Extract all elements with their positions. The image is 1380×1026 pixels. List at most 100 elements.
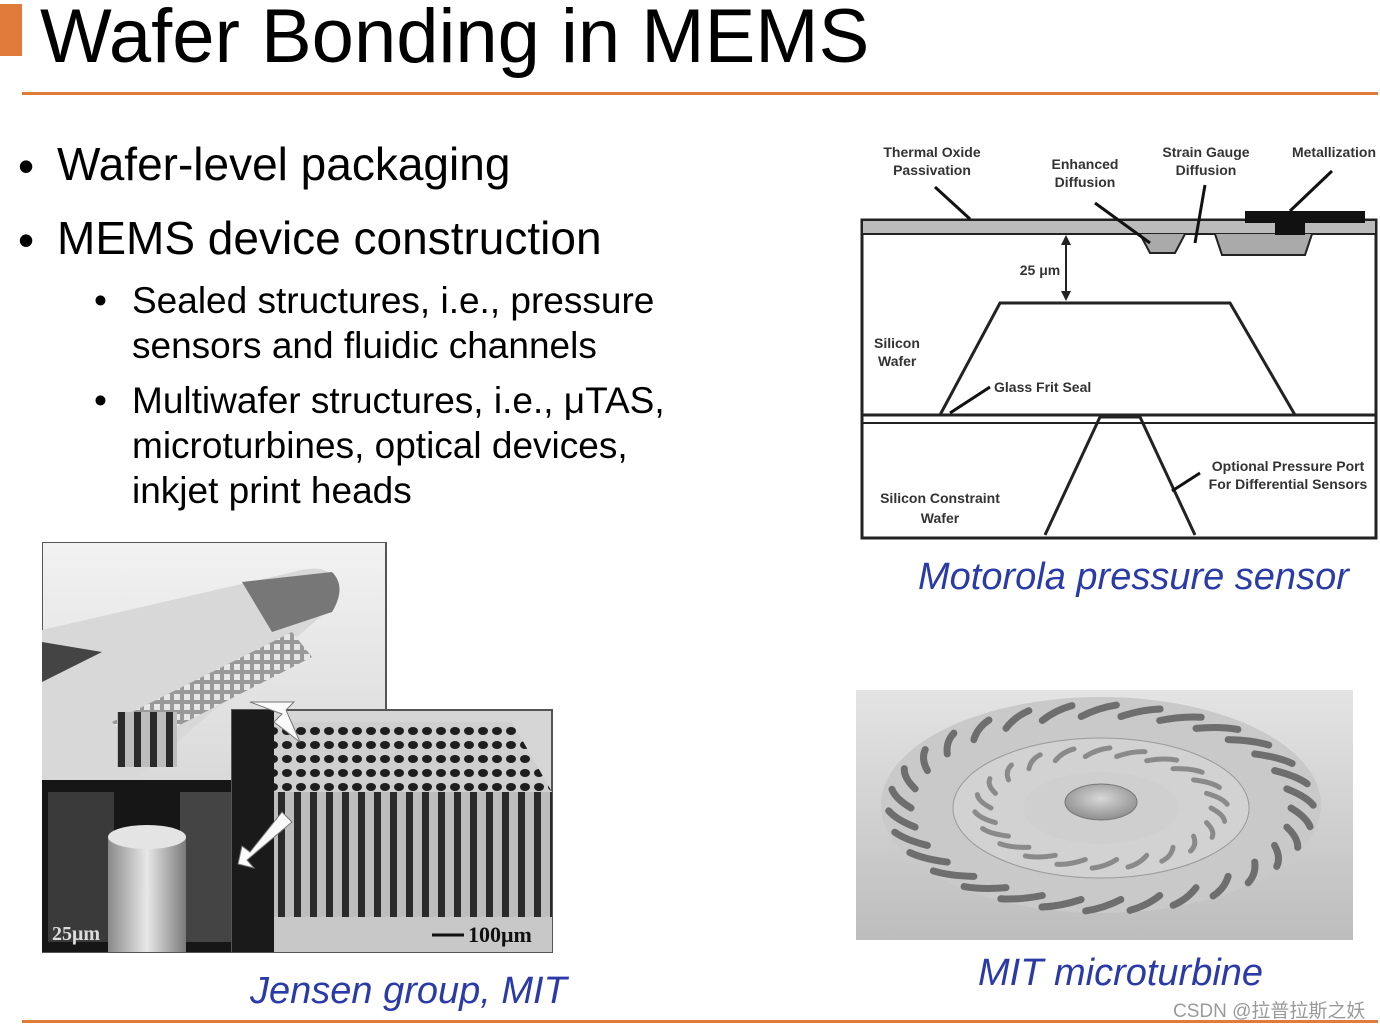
turbine-blade — [1209, 872, 1232, 900]
bullet-glyph: • — [18, 140, 35, 192]
sub-bullet-glyph: • — [94, 380, 107, 421]
turbine-blade — [888, 785, 915, 812]
turbine-blade — [1169, 884, 1200, 909]
sub-bullet-line: inkjet print heads — [132, 470, 412, 511]
turbine-blade — [1082, 895, 1125, 915]
cavity-outline — [938, 301, 1297, 416]
bullet-item: • — [18, 140, 34, 192]
arrow-head — [1061, 291, 1071, 301]
turbine-blade — [1271, 767, 1311, 788]
turbine-blade — [1038, 895, 1085, 911]
cylinder — [108, 837, 186, 952]
turbine-blade — [1052, 746, 1077, 764]
turbine-blade — [1004, 762, 1014, 783]
slide-title: Wafer Bonding in MEMS — [40, 0, 870, 79]
turbine-blade — [1114, 749, 1148, 760]
turbine-blade — [919, 746, 931, 775]
bullet-item: • — [18, 214, 34, 266]
turbine-blade — [1077, 701, 1120, 721]
turbine-blade — [1283, 823, 1302, 851]
turbine-blade — [972, 809, 998, 826]
turbine-blade — [1244, 858, 1259, 887]
leader-line — [1193, 184, 1207, 244]
turbine-blade — [943, 729, 958, 758]
label-strain-gauge: Diffusion — [1176, 162, 1237, 178]
label-gap: 25 μm — [1020, 262, 1060, 278]
turbine-blade — [960, 883, 1010, 892]
turbine-blade — [1002, 707, 1033, 732]
turbine-blade — [1089, 856, 1120, 871]
caption-microchannel: Jensen group, MIT — [250, 970, 567, 1012]
bullet-glyph: • — [18, 214, 35, 266]
turbine-blade — [1170, 766, 1205, 775]
title-accent-bar — [0, 4, 22, 56]
sub-bullet-glyph: • — [94, 280, 107, 321]
turbine-blade — [1159, 844, 1176, 864]
turbine-outer-blades — [885, 701, 1317, 915]
caption-turbine: MIT microturbine — [978, 952, 1264, 994]
turbine-blade — [1082, 745, 1113, 760]
label-constraint-wafer: Silicon Constraint — [880, 490, 1000, 506]
turbine-blade — [1144, 756, 1180, 764]
arrow-icon — [237, 811, 293, 869]
diffusion-region — [1139, 233, 1186, 254]
leader-line — [1288, 169, 1334, 213]
arrow-icon — [249, 701, 301, 743]
microturbine-image — [856, 690, 1353, 940]
pillar-base — [264, 917, 552, 952]
turbine-inner-blades — [972, 745, 1230, 871]
turbine-blade — [1192, 724, 1242, 733]
turbine-blade — [1251, 750, 1296, 767]
turbine-blade — [1125, 852, 1150, 870]
turbine-blade — [891, 828, 931, 849]
label-strain-gauge: Strain Gauge — [1162, 144, 1249, 160]
label-silicon-wafer: Wafer — [878, 353, 917, 369]
chip-surface — [42, 568, 338, 792]
footer-divider — [22, 1020, 1378, 1023]
label-metallization: Metallization — [1292, 144, 1376, 160]
turbine-blade — [1026, 752, 1043, 772]
turbine-blade — [1287, 804, 1314, 831]
chip-shadow — [42, 642, 102, 682]
metallization-pad — [1245, 211, 1365, 223]
watermark: CSDN @拉普拉斯之妖 — [1173, 1001, 1366, 1022]
metallization-contact — [1275, 221, 1305, 235]
label-thermal-oxide: Thermal Oxide — [883, 144, 980, 160]
turbine-blade — [1224, 736, 1273, 749]
label-constraint-wafer: Wafer — [921, 510, 960, 526]
pillar-top-surface — [274, 722, 552, 792]
bullet-text: Wafer-level packaging — [57, 138, 511, 190]
sub-bullet-line: microturbines, optical devices, — [132, 425, 628, 466]
label-pressure-port: For Differential Sensors — [1209, 476, 1368, 492]
arrow-head — [1061, 235, 1071, 245]
turbine-blade — [1208, 805, 1228, 824]
turbine-blade — [885, 807, 919, 831]
pressure-port — [1043, 415, 1197, 536]
pillar-columns — [274, 792, 552, 917]
turbine-blade — [997, 841, 1032, 850]
pressure-sensor-diagram: Thermal Oxide Passivation Enhanced Diffu… — [860, 144, 1378, 540]
turbine-blade — [1283, 785, 1317, 809]
turbine-blade — [980, 826, 1011, 839]
turbine-blade — [1117, 705, 1164, 721]
turbine-blade — [900, 765, 919, 793]
turbine-blade — [1022, 852, 1058, 860]
turbine-blade — [906, 849, 951, 866]
scale-bar-small: 25μm — [52, 923, 100, 945]
label-glass-frit: Glass Frit Seal — [994, 379, 1091, 395]
bullet-text: MEMS device construction — [57, 212, 602, 264]
turbine-blade — [997, 891, 1046, 903]
turbine-blade — [929, 867, 978, 880]
turbine-blade — [1191, 777, 1222, 790]
leader-line — [949, 385, 991, 415]
turbine-blade — [1188, 833, 1198, 854]
title-divider — [22, 92, 1378, 95]
sub-bullet-line: Sealed structures, i.e., pressure — [132, 280, 655, 321]
turbine-blade — [1204, 820, 1216, 840]
turbine-blade — [970, 716, 993, 744]
turbine-blade — [1156, 713, 1205, 725]
label-enhanced-diffusion: Enhanced — [1052, 156, 1119, 172]
scale-bar-large: 100μm — [468, 922, 532, 947]
turbine-blade — [986, 776, 998, 796]
turbine-blade — [1204, 790, 1230, 807]
